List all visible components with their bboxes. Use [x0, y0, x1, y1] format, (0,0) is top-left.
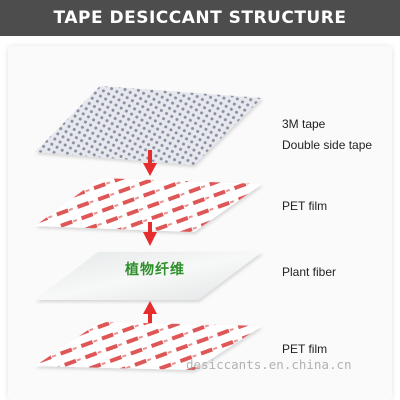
watermark: desiccants.en.china.cn: [186, 357, 352, 372]
page-title: TAPE DESICCANT STRUCTURE: [53, 8, 347, 28]
label-3m-tape: 3M tape: [282, 117, 326, 131]
title-bar: [0, 0, 400, 36]
plant-fiber-chinese-text: 植物纤维: [125, 262, 185, 278]
label-plant-fiber: Plant fiber: [282, 265, 337, 279]
label-pet-film-top: PET film: [282, 199, 328, 213]
pet-film-bottom-shape: [35, 322, 262, 370]
label-pet-film-bottom: PET film: [282, 342, 328, 356]
label-double-side-tape: Double side tape: [282, 138, 373, 152]
tape-layer-shape: [35, 86, 262, 165]
plant-fiber-shape: [35, 252, 262, 300]
arrow-up: [143, 301, 157, 325]
arrow-down-1: [143, 150, 157, 176]
pet-film-top-shape: [35, 178, 262, 232]
arrow-down-2: [143, 222, 157, 246]
